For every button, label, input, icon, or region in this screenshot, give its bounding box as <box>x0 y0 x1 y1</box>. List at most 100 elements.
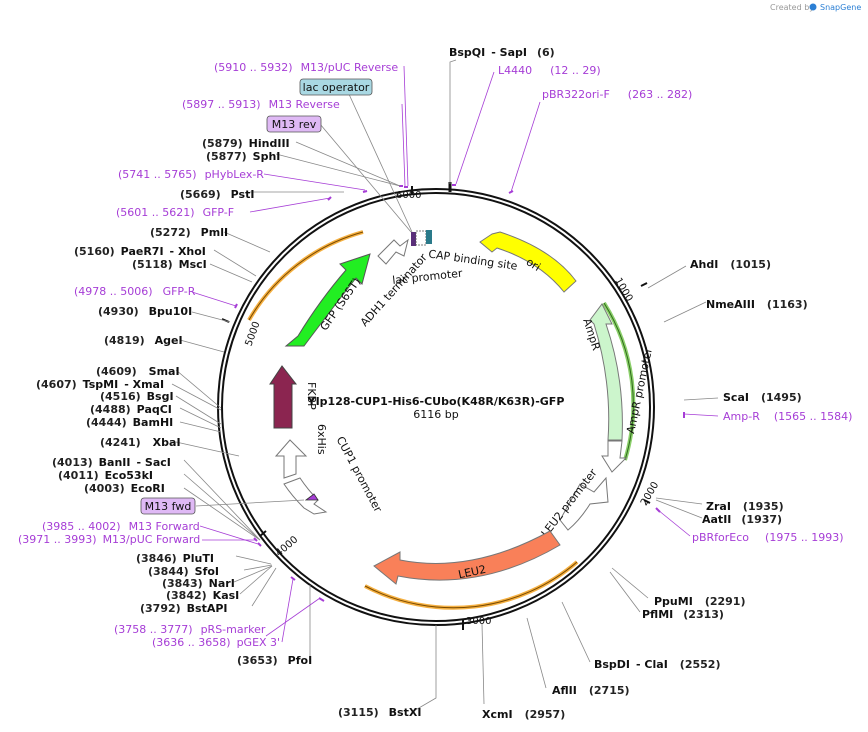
site-bpu10i[interactable]: (4930)Bpu10I <box>98 305 192 318</box>
ori-feature[interactable] <box>479 231 577 293</box>
site-paer7i[interactable]: (5160)PaeR7I- XhoI <box>74 245 206 258</box>
adh1-terminator-label: ADH1 terminator <box>358 251 430 329</box>
site-leaders <box>171 59 719 713</box>
primer-gfp-r[interactable]: (4978 .. 5006)GFP-R <box>74 285 196 298</box>
site-bamhi[interactable]: (4444)BamHI <box>86 416 173 429</box>
leu2-promoter-feature[interactable] <box>559 476 609 531</box>
snapgene-brand: SnapGene <box>820 3 861 12</box>
primer-m13puc-forward[interactable]: (3971 .. 3993)M13/pUC Forward <box>18 533 200 546</box>
cap-binding-site-feature[interactable] <box>426 230 432 244</box>
primer-pgex[interactable]: (3636 .. 3658)pGEX 3' <box>152 636 280 649</box>
site-bspqi[interactable]: BspQI- SapI(6) <box>449 46 555 59</box>
site-kasi[interactable]: (3842)KasI <box>166 589 239 602</box>
m13-rev-box[interactable]: M13 rev <box>266 115 322 133</box>
site-aatii[interactable]: AatII(1937) <box>702 513 782 526</box>
site-ecori[interactable]: (4003)EcoRI <box>84 482 165 495</box>
backbone-inner-strand <box>221 192 651 622</box>
ampr-outer-arc-core <box>603 302 634 461</box>
m13-fwd-box[interactable]: M13 fwd <box>140 497 196 515</box>
ori-label: ori <box>524 255 543 274</box>
snapgene-logo-icon <box>809 3 817 11</box>
m13-rev-label: M13 rev <box>272 118 317 131</box>
m13-rev-feature-block <box>411 232 416 246</box>
primer-mark-phyblex <box>362 190 368 193</box>
m13-fwd-label: M13 fwd <box>145 500 192 513</box>
site-pmli[interactable]: (5272)PmlI <box>150 226 228 239</box>
site-nari[interactable]: (3843)NarI <box>162 577 235 590</box>
site-scai[interactable]: ScaI(1495) <box>723 391 802 404</box>
cup1-promoter-arrow <box>274 439 308 479</box>
primer-gfp-f[interactable]: (5601 .. 5621)GFP-F <box>116 206 234 219</box>
plasmid-length: 6116 bp <box>413 408 458 421</box>
leu2-feature[interactable] <box>373 530 561 585</box>
cup1-promoter-feature[interactable] <box>283 477 328 515</box>
lac-operator-box[interactable]: lac operator <box>299 78 373 96</box>
cup1-promoter-label: CUP1 promoter <box>334 434 385 515</box>
site-sphi[interactable]: (5877)SphI <box>206 150 280 163</box>
primer-phyblex-r[interactable]: (5741 .. 5765)pHybLex-R <box>118 168 264 181</box>
lac-promoter-feature[interactable] <box>415 230 427 246</box>
primer-labels: L4440(12 .. 29) pBR322ori-F(263 .. 282) … <box>18 61 852 649</box>
tick-label-3000: 3000 <box>466 616 491 627</box>
site-sfoi[interactable]: (3844)SfoI <box>148 565 219 578</box>
tick-2000 <box>643 499 651 504</box>
lac-operator-label: lac operator <box>303 81 370 94</box>
tick-1000 <box>640 282 648 287</box>
primer-mark-m13-forward <box>257 542 262 547</box>
site-banii[interactable]: (4013)BanII- SacI <box>52 456 171 469</box>
site-ppumi[interactable]: PpuMI(2291) <box>654 595 745 608</box>
site-tspmi[interactable]: (4607)TspMI- XmaI <box>36 378 164 391</box>
site-msci[interactable]: (5118)MscI <box>132 258 207 271</box>
primer-m13-forward[interactable]: (3985 .. 4002)M13 Forward <box>42 520 200 533</box>
primer-amp-r[interactable]: Amp-R(1565 .. 1584) <box>723 410 852 423</box>
site-pfoi[interactable]: (3653)PfoI <box>237 654 312 667</box>
primer-m13puc-reverse[interactable]: (5910 .. 5932)M13/pUC Reverse <box>214 61 398 74</box>
site-xcmi[interactable]: XcmI(2957) <box>482 708 565 721</box>
primer-mark-pgex <box>290 576 296 581</box>
primer-m13-reverse[interactable]: (5897 .. 5913)M13 Reverse <box>182 98 340 111</box>
site-eco53ki[interactable]: (4011)Eco53kI <box>58 469 153 482</box>
gfp-outer-arc-core <box>248 231 364 321</box>
his-label: 6xHis <box>315 424 328 455</box>
ampr-promoter-feature[interactable] <box>601 440 628 473</box>
site-agei[interactable]: (4819)AgeI <box>104 334 183 347</box>
site-bsgi[interactable]: (4516)BsgI <box>100 390 174 403</box>
site-zrai[interactable]: ZraI(1935) <box>706 500 784 513</box>
his-feature <box>304 493 319 501</box>
plasmid-name: YIp128-CUP1-His6-CUbo(K48R/K63R)-GFP <box>307 395 565 408</box>
gfp-feature[interactable] <box>284 253 371 347</box>
leu2-label: LEU2 <box>457 563 487 582</box>
site-hindiii[interactable]: (5879)HindIII <box>202 137 290 150</box>
site-ahdi[interactable]: AhdI(1015) <box>690 258 771 271</box>
tick-4000 <box>259 530 267 537</box>
site-bstxi[interactable]: (3115)BstXI <box>338 706 421 719</box>
enzyme-site-labels: BspQI- SapI(6) AhdI(1015) NmeAIII(1163) … <box>36 46 808 721</box>
primer-prs-marker[interactable]: (3758 .. 3777)pRS-marker <box>114 623 266 636</box>
site-pluti[interactable]: (3846)PluTI <box>136 552 214 565</box>
tick-label-2000: 2000 <box>639 480 661 508</box>
site-smai[interactable]: (4609)SmaI <box>96 365 180 378</box>
created-by-text: Created by <box>770 3 814 12</box>
primer-leaders <box>191 65 719 643</box>
adh1-terminator-feature[interactable] <box>377 238 409 265</box>
primer-mark-m13puc-forward <box>253 537 258 542</box>
site-bspdi[interactable]: BspDI- ClaI(2552) <box>594 658 720 671</box>
primer-pbr322ori[interactable]: pBR322ori-F(263 .. 282) <box>542 88 692 101</box>
box-leaders <box>195 91 413 507</box>
site-bstapi[interactable]: (3792)BstAPI <box>140 602 228 615</box>
primer-pbrforeco[interactable]: pBRforEco(1975 .. 1993) <box>692 531 844 544</box>
fkbp-label: FKBP <box>305 382 318 410</box>
site-psti[interactable]: (5669)PstI <box>180 188 254 201</box>
fkbp-feature[interactable] <box>269 365 298 429</box>
site-paqci[interactable]: (4488)PaqCI <box>90 403 172 416</box>
tick-label-4000: 4000 <box>274 534 301 559</box>
site-xbai[interactable]: (4241)XbaI <box>100 436 181 449</box>
ampr-feature[interactable] <box>589 303 623 441</box>
site-aflii[interactable]: AflII(2715) <box>552 684 630 697</box>
tick-label-6000: 6000 <box>396 190 421 201</box>
leu2-outer-arc-core <box>364 561 578 609</box>
primer-l4440[interactable]: L4440(12 .. 29) <box>498 64 601 77</box>
site-pflmi[interactable]: PflMI(2313) <box>642 608 724 621</box>
site-nmeaiii[interactable]: NmeAIII(1163) <box>706 298 808 311</box>
